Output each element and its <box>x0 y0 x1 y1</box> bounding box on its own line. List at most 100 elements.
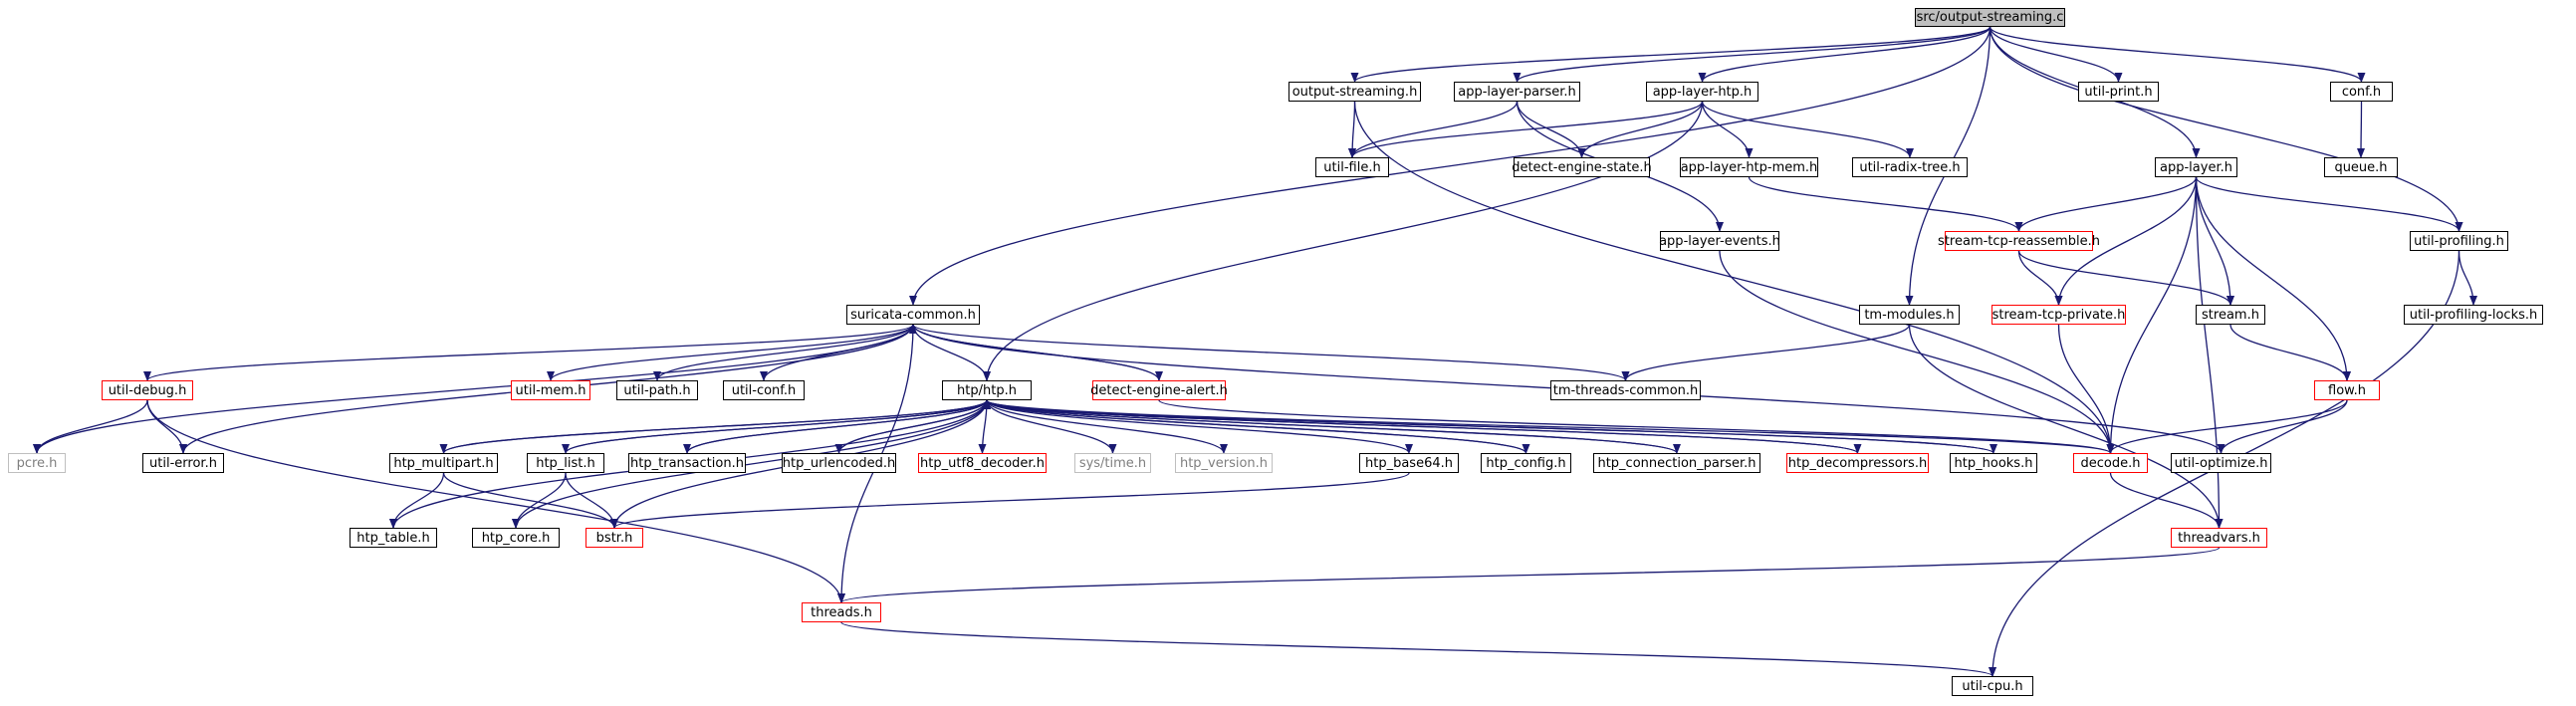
edge-app_layer_htp_h-to-detect_engine_state_h <box>1577 101 1704 158</box>
node-util-radix-tree-h[interactable]: util-radix-tree.h <box>1852 157 1968 177</box>
edge-app_layer_h-to-stream_h <box>2195 176 2234 306</box>
node-htp-list-h[interactable]: htp_list.h <box>527 453 604 473</box>
node-util-mem-h[interactable]: util-mem.h <box>511 380 590 400</box>
node-htp-core-h[interactable]: htp_core.h <box>472 528 560 548</box>
edge-app_layer_parser_h-to-util_file_h <box>1348 101 1519 158</box>
edge-htp_htp_h-to-htp_base64_h <box>986 399 1413 454</box>
edge-suricata_common_h-to-util_conf_h <box>760 324 914 381</box>
node-suricata-common-h[interactable]: suricata-common.h <box>846 305 980 325</box>
edge-tm_modules_h-to-threadvars_h <box>1908 324 2224 529</box>
edge-root-to-suricata_common_h <box>909 26 1991 306</box>
node-app-layer-htp-h[interactable]: app-layer-htp.h <box>1646 82 1758 102</box>
edge-app_layer_htp_h-to-htp_htp_h <box>983 101 1704 381</box>
edge-app_layer_h-to-stream_tcp_reassemble_h <box>2014 176 2198 232</box>
node-pcre-h[interactable]: pcre.h <box>8 453 66 473</box>
node-threads-h[interactable]: threads.h <box>802 602 881 622</box>
edge-htp_config_h-to-htp_htp_h <box>983 399 1527 454</box>
edge-root-to-util_profiling_h <box>1989 26 2463 232</box>
edge-app_layer_htp_mem_h-to-stream_tcp_reassemble_h <box>1748 176 2023 232</box>
edge-root-to-output_streaming_h <box>1350 26 1991 83</box>
edge-htp_decompressors_h-to-htp_htp_h <box>983 399 1859 454</box>
node-util-profiling-locks-h[interactable]: util-profiling-locks.h <box>2404 305 2543 325</box>
edge-root-to-app_layer_parser_h <box>1513 26 1991 83</box>
edge-htp_hooks_h-to-htp_htp_h <box>983 399 1994 454</box>
node-output-streaming-h[interactable]: output-streaming.h <box>1288 82 1421 102</box>
node-util-debug-h[interactable]: util-debug.h <box>102 380 193 400</box>
edge-detect_engine_alert_h-to-decode_h <box>1158 399 2115 454</box>
edge-app_layer_h-to-decode_h <box>2106 176 2198 454</box>
edge-app_layer_events_h-to-decode_h <box>1719 250 2115 454</box>
edge-htp_connection_parser_h-to-htp_htp_h <box>983 399 1678 454</box>
node-htp-hooks-h[interactable]: htp_hooks.h <box>1950 453 2037 473</box>
edge-htp_transaction_h-to-htp_htp_h <box>686 399 991 454</box>
node-tm-modules-h[interactable]: tm-modules.h <box>1859 305 1960 325</box>
node-util-optimize-h[interactable]: util-optimize.h <box>2171 453 2271 473</box>
node-app-layer-events-h[interactable]: app-layer-events.h <box>1659 231 1780 251</box>
edge-htp_base64_h-to-bstr_h <box>610 472 1410 529</box>
node-sys-time-h[interactable]: sys/time.h <box>1074 453 1151 473</box>
edge-stream_tcp_reassemble_h-to-stream_h <box>2017 250 2234 306</box>
edge-htp_htp_h-to-htp_core_h <box>512 399 988 529</box>
node-util-conf-h[interactable]: util-conf.h <box>723 380 805 400</box>
node-htp-transaction-h[interactable]: htp_transaction.h <box>628 453 746 473</box>
node-detect-engine-state-h[interactable]: detect-engine-state.h <box>1512 157 1652 177</box>
node-htp-decompressors-h[interactable]: htp_decompressors.h <box>1786 453 1929 473</box>
edge-htp_htp_h-to-decode_h <box>986 399 2115 454</box>
edge-tm_modules_h-to-tm_threads_common_h <box>1621 324 1911 381</box>
edge-decode_h-to-threadvars_h <box>2109 472 2224 529</box>
node-htp-urlencoded-h[interactable]: htp_urlencoded.h <box>782 453 896 473</box>
node-flow-h[interactable]: flow.h <box>2314 380 2380 400</box>
edge-output_streaming_h-to-util_file_h <box>1348 101 1357 158</box>
node-threadvars-h[interactable]: threadvars.h <box>2171 528 2267 548</box>
node-app-layer-htp-mem-h[interactable]: app-layer-htp-mem.h <box>1680 157 1818 177</box>
node-detect-engine-alert-h[interactable]: detect-engine-alert.h <box>1090 380 1228 400</box>
node-htp-connection-parser-h[interactable]: htp_connection_parser.h <box>1593 453 1760 473</box>
edge-htp_list_h-to-htp_core_h <box>512 472 567 529</box>
edge-app_layer_htp_h-to-app_layer_htp_mem_h <box>1701 101 1754 158</box>
node-stream-tcp-private-h[interactable]: stream-tcp-private.h <box>1991 305 2126 325</box>
edge-app_layer_h-to-flow_h <box>2195 176 2351 381</box>
node-htp-multipart-h[interactable]: htp_multipart.h <box>389 453 498 473</box>
edge-htp_urlencoded_h-to-htp_htp_h <box>837 399 991 454</box>
edge-util_debug_h-to-threads_h <box>146 399 845 603</box>
edge-flow_h-to-decode_h <box>2106 399 2348 454</box>
node-util-print-h[interactable]: util-print.h <box>2078 82 2159 102</box>
edge-stream_tcp_private_h-to-decode_h <box>2057 324 2115 454</box>
node-src-output-streaming-c[interactable]: src/output-streaming.c <box>1915 8 2065 27</box>
node-htp-utf8-decoder-h[interactable]: htp_utf8_decoder.h <box>918 453 1047 473</box>
edge-flow_h-to-util_optimize_h <box>2217 399 2348 454</box>
edge-htp_multipart_h-to-htp_table_h <box>389 472 445 529</box>
node-decode-h[interactable]: decode.h <box>2073 453 2148 473</box>
node-tm-threads-common-h[interactable]: tm-threads-common.h <box>1550 380 1701 400</box>
node-util-profiling-h[interactable]: util-profiling.h <box>2410 231 2508 251</box>
node-conf-h[interactable]: conf.h <box>2330 82 2393 102</box>
node-util-cpu-h[interactable]: util-cpu.h <box>1952 676 2033 696</box>
edge-suricata_common_h-to-util_mem_h <box>547 324 914 381</box>
node-htp-base64-h[interactable]: htp_base64.h <box>1359 453 1459 473</box>
edge-app_layer_htp_h-to-util_file_h <box>1348 101 1704 158</box>
node-queue-h[interactable]: queue.h <box>2324 157 2398 177</box>
node-bstr-h[interactable]: bstr.h <box>585 528 643 548</box>
node-util-file-h[interactable]: util-file.h <box>1315 157 1389 177</box>
node-htp-config-h[interactable]: htp_config.h <box>1481 453 1571 473</box>
edge-stream_h-to-flow_h <box>2229 324 2351 381</box>
node-util-error-h[interactable]: util-error.h <box>142 453 224 473</box>
edge-stream_tcp_reassemble_h-to-stream_tcp_private_h <box>2017 250 2063 306</box>
node-stream-tcp-reassemble-h[interactable]: stream-tcp-reassemble.h <box>1938 231 2100 251</box>
edge-util_debug_h-to-util_error_h <box>146 399 187 454</box>
edge-threads_h-to-util_cpu_h <box>840 621 1996 677</box>
node-htp-version-h[interactable]: htp_version.h <box>1175 453 1273 473</box>
edge-htp_multipart_h-to-htp_htp_h <box>442 399 991 454</box>
edge-suricata_common_h-to-util_path_h <box>653 324 914 381</box>
edge-root-to-app_layer_htp_h <box>1698 26 1991 83</box>
node-htp-table-h[interactable]: htp_table.h <box>350 528 437 548</box>
edge-threadvars_h-to-threads_h <box>837 547 2221 603</box>
node-htp-htp-h[interactable]: htp/htp.h <box>942 380 1032 400</box>
node-stream-h[interactable]: stream.h <box>2196 305 2265 325</box>
node-util-path-h[interactable]: util-path.h <box>616 380 698 400</box>
edge-htp_htp_h-to-sys_time_h <box>986 399 1117 454</box>
node-app-layer-h[interactable]: app-layer.h <box>2155 157 2237 177</box>
edge-htp_htp_h-to-htp_version_h <box>986 399 1228 454</box>
node-app-layer-parser-h[interactable]: app-layer-parser.h <box>1454 82 1580 102</box>
